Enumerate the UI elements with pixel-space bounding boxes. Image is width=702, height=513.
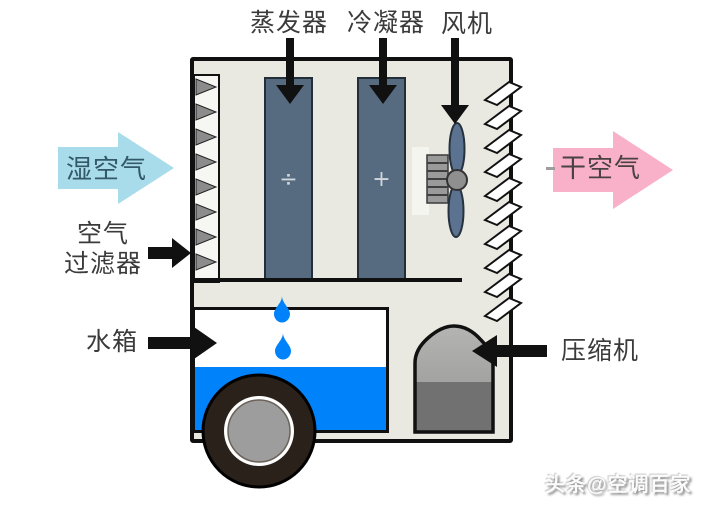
wet-air-label: 湿空气 <box>66 155 148 184</box>
condenser-coil: + <box>357 77 406 282</box>
fan-pointer-arrow-icon <box>441 38 469 124</box>
compressor <box>413 324 495 434</box>
water-tank-pointer-arrow-icon <box>148 327 217 359</box>
outlet-louver <box>483 80 523 323</box>
condenser-label: 冷凝器 <box>347 10 426 37</box>
fan-highlight <box>412 147 429 215</box>
air-filter-label-line1: 空气 <box>77 221 130 248</box>
fan-assembly <box>412 122 468 238</box>
wheel-hub <box>227 399 291 463</box>
evaporator-pointer-arrow-icon <box>276 38 304 104</box>
dry-air-label: 干空气 <box>560 154 642 183</box>
evaporator-label: 蒸发器 <box>250 10 329 37</box>
wet-air-arrow-icon <box>58 132 174 204</box>
compressor-label: 压缩机 <box>561 338 640 365</box>
fan-label: 风机 <box>441 11 494 38</box>
water-tank-label: 水箱 <box>86 329 139 356</box>
fan-hub <box>446 169 468 191</box>
air-filter-strip <box>193 74 220 283</box>
fan-blade-top <box>448 122 466 176</box>
air-filter-label-line2: 过滤器 <box>64 251 143 278</box>
dry-air-arrow-icon <box>553 131 673 209</box>
evaporator-coil: ÷ <box>264 77 313 282</box>
condenser-pointer-arrow-icon <box>369 38 397 104</box>
compressor-pointer-arrow-icon <box>472 335 547 367</box>
fan-blade-bottom <box>447 184 465 238</box>
air-filter-pointer-arrow-icon <box>148 238 191 268</box>
wheel <box>201 373 317 489</box>
compartment-divider <box>192 278 462 282</box>
watermark: 头条@空调百家 <box>545 474 692 496</box>
dry-air-dash <box>546 167 555 170</box>
water-drop-icon <box>275 333 291 360</box>
condenser-symbol: + <box>372 167 391 192</box>
water-drop-icon <box>274 296 290 323</box>
evaporator-symbol: ÷ <box>279 167 298 192</box>
